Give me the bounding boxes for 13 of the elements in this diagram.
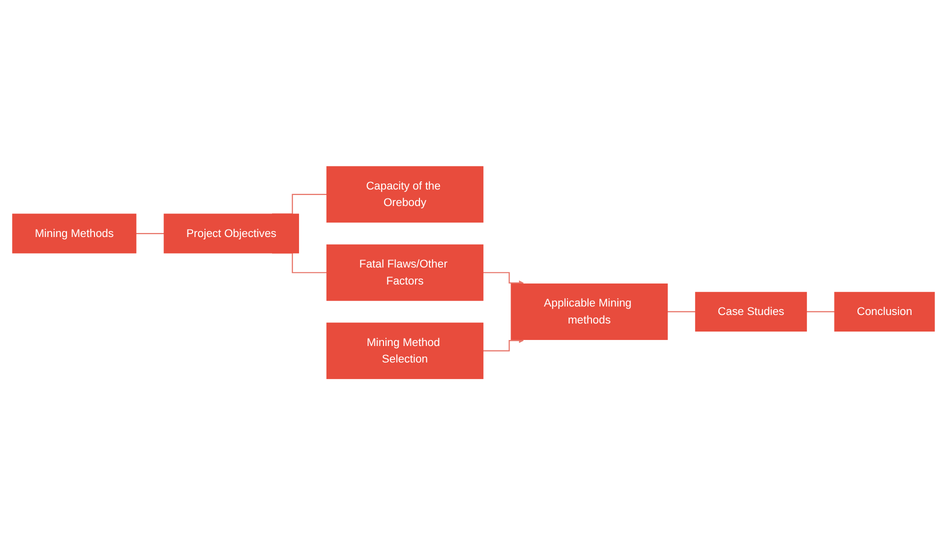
connector (668, 312, 696, 313)
node-box: Project Objectives (164, 214, 300, 254)
node-box: Conclusion (834, 292, 935, 332)
node-box: Capacity of the Orebody (326, 166, 484, 223)
node-box: Mining Method Selection (326, 323, 484, 380)
node-box: Fatal Flaws/Other Factors (326, 244, 484, 302)
connector (806, 312, 835, 313)
arrow (483, 272, 524, 286)
connector (136, 233, 164, 234)
node-box: Applicable Mining methods (510, 284, 668, 340)
node-box: Case Studies (695, 292, 807, 332)
node-box: Mining Methods (12, 214, 136, 254)
arrow (483, 338, 524, 352)
